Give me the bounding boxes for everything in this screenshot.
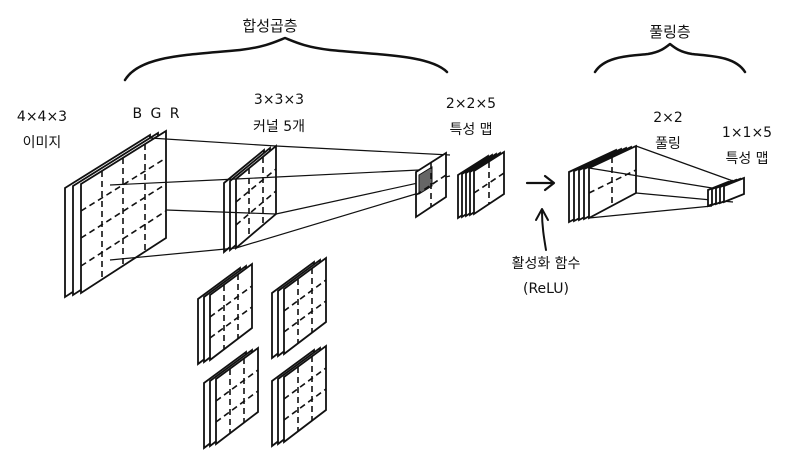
activation-detail-label: (ReLU): [523, 281, 569, 297]
pooled-output-stack: [707, 176, 745, 208]
feature-map-stack: [457, 150, 505, 220]
kernel-name-label: 커널 5개: [253, 119, 305, 135]
kernel-stack: [223, 144, 277, 254]
convolution-projection-lines: [109, 137, 451, 261]
output-name-label: 특성 맵: [725, 151, 768, 167]
input-image-stack: [64, 129, 167, 299]
activation-label: 활성화 함수: [512, 256, 581, 272]
kernel-size-label: 3×3×3: [254, 92, 304, 108]
kernel-example-3: [203, 346, 259, 450]
pool-name-label: 풀링: [655, 136, 681, 152]
pooling-layer-title: 풀링층: [649, 23, 690, 41]
output-size-label: 1×1×5: [722, 125, 772, 141]
feature-map-name-label: 특성 맵: [449, 122, 492, 138]
input-size-label: 4×4×3: [17, 109, 67, 125]
activated-feature-stack: [568, 144, 637, 224]
conv-layer-title: 합성곱층: [242, 17, 297, 35]
kernel-example-4: [271, 344, 327, 448]
input-name-label: 이미지: [23, 135, 62, 151]
relu-pointer-arrow-icon: [535, 208, 549, 251]
feature-map-size-label: 2×2×5: [446, 96, 496, 112]
pool-size-label: 2×2: [653, 110, 683, 126]
channels-label: B G R: [132, 106, 181, 122]
activation-arrow-icon: [525, 174, 556, 192]
conv-output-slice: [415, 151, 447, 219]
conv-layer-brace: [123, 36, 449, 82]
kernel-example-2: [271, 256, 327, 360]
pooling-layer-brace: [593, 42, 747, 74]
kernel-example-1: [197, 262, 253, 366]
